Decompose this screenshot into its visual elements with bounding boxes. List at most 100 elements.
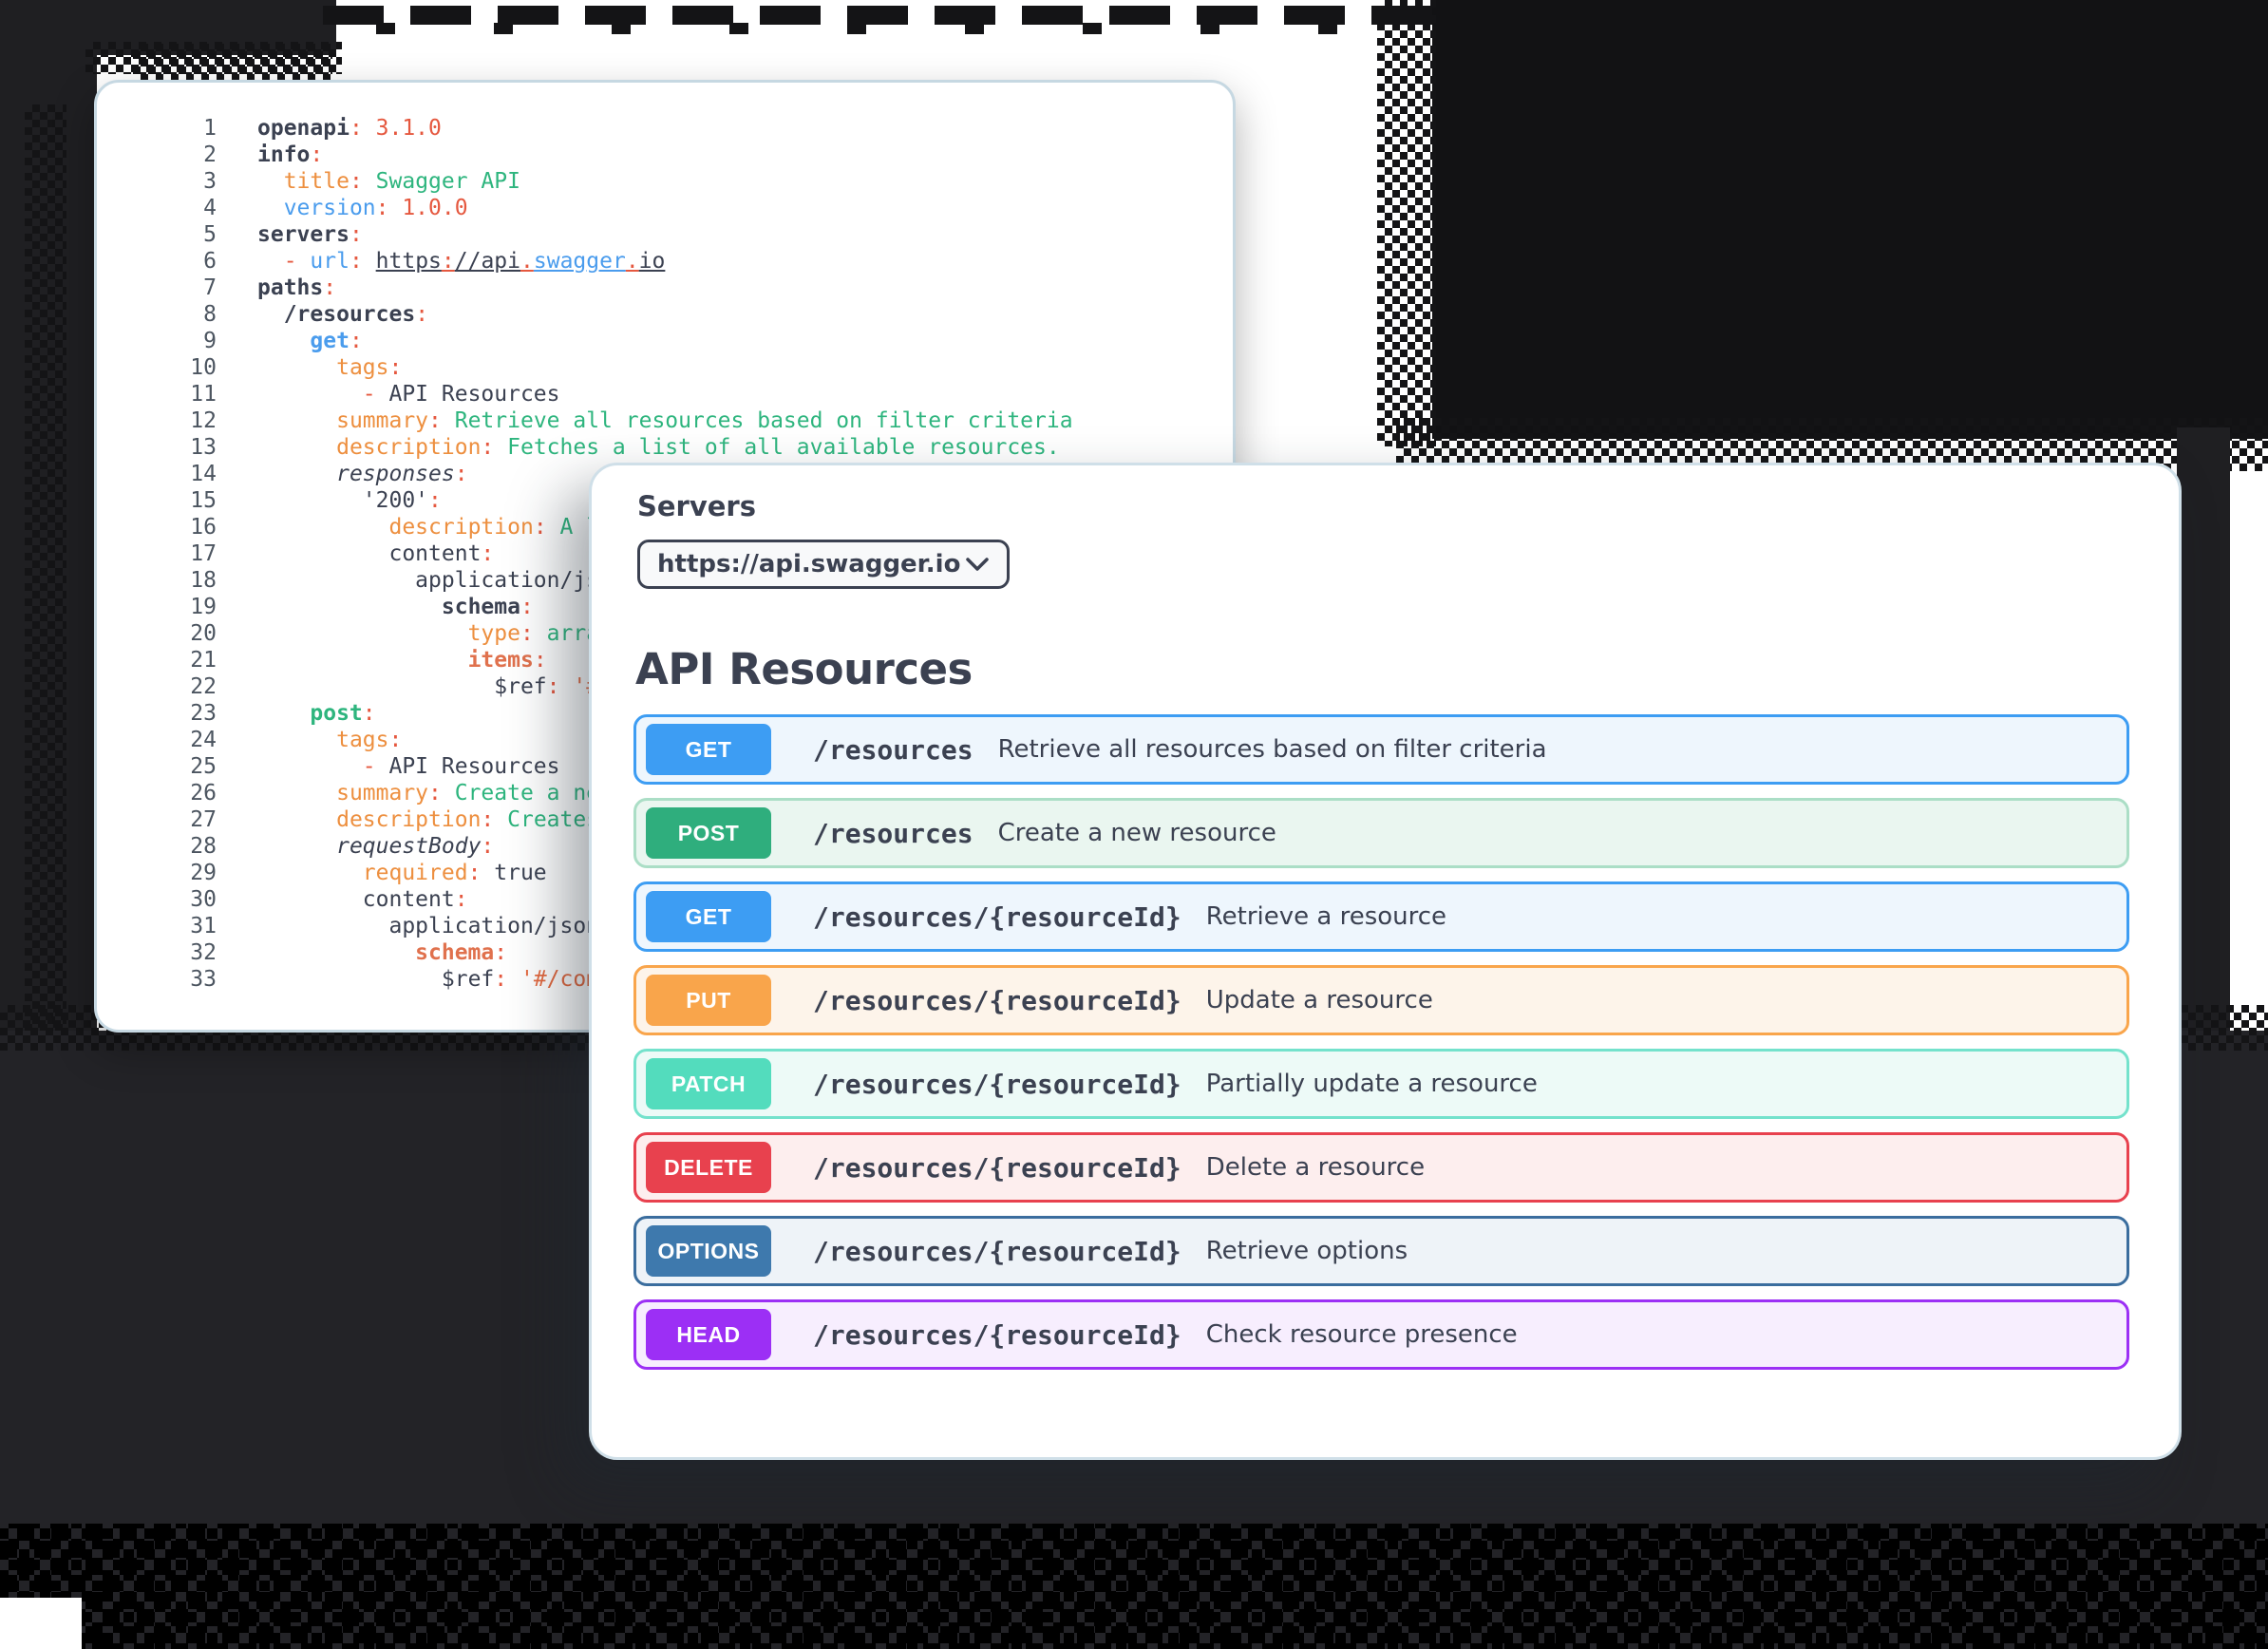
endpoint-path: /resources/{resourceId} [813,984,1181,1016]
code-line: 32 schema: [97,939,1233,966]
line-number: 17 [190,541,217,566]
background-noise-top-bar [323,6,1436,25]
line-number: 30 [190,887,217,912]
line-number: 18 [190,568,217,593]
line-number: 21 [190,648,217,673]
background-noise-right-column [2177,427,2230,1092]
code-line: 21 items: [97,647,1233,673]
endpoint-description: Check resource presence [1205,1320,1518,1349]
endpoint-description: Delete a resource [1205,1153,1426,1182]
code-line: 29 required: true [97,860,1233,886]
background-noise-topright-bottom-fringe [1396,418,2268,471]
code-line: 11 - API Resources [97,381,1233,408]
line-number: 31 [190,914,217,938]
method-badge: GET [646,724,771,775]
background-noise-topright-left-fringe [1377,0,1436,446]
endpoint-description: Partially update a resource [1205,1070,1538,1098]
line-number: 11 [190,382,217,407]
servers-label: Servers [637,490,756,522]
code-line: 13 description: Fetches a list of all av… [97,434,1233,461]
method-badge: POST [646,807,771,859]
method-badge: DELETE [646,1142,771,1193]
background-noise-topright-rect [1432,0,2268,439]
chevron-down-icon [966,558,989,571]
line-number: 29 [190,861,217,885]
line-number: 28 [190,834,217,859]
line-number: 5 [203,222,217,247]
line-number: 16 [190,515,217,540]
line-number: 22 [190,674,217,699]
server-url-text: https://api.swagger.io [657,550,961,578]
line-number: 25 [190,754,217,779]
line-number: 13 [190,435,217,460]
background-noise-bottomleft-notch [0,1598,82,1649]
code-line: 14 responses: [97,461,1233,487]
endpoint-list: GET /resources Retrieve all resources ba… [633,714,2129,1383]
method-badge: OPTIONS [646,1225,771,1277]
line-number: 15 [190,488,217,513]
endpoint-row-delete-resource[interactable]: DELETE /resources/{resourceId} Delete a … [633,1132,2129,1203]
line-number: 4 [203,196,217,220]
code-line: 6 - url: https://api.swagger.io [97,248,1233,275]
code-line: 4 version: 1.0.0 [97,195,1233,221]
code-line: 3 title: Swagger API [97,168,1233,195]
method-badge: GET [646,891,771,942]
code-line: 8 /resources: [97,301,1233,328]
line-number: 26 [190,781,217,806]
method-badge: PUT [646,975,771,1026]
endpoint-description: Create a new resource [997,819,1276,847]
line-number: 2 [203,142,217,167]
code-line: 17 content: [97,540,1233,567]
endpoint-row-options-resource[interactable]: OPTIONS /resources/{resourceId} Retrieve… [633,1216,2129,1286]
api-panel-card: Servers https://api.swagger.io API Resou… [589,463,2182,1460]
line-number: 33 [190,967,217,992]
endpoint-path: /resources/{resourceId} [813,900,1181,933]
code-line: 30 content: [97,886,1233,913]
endpoint-path: /resources/{resourceId} [813,1318,1181,1351]
code-line: 19 schema: [97,594,1233,620]
line-number: 27 [190,807,217,832]
endpoint-path: /resources/{resourceId} [813,1151,1181,1184]
background-noise-top-bar-2 [338,23,1436,34]
endpoint-path: /resources/{resourceId} [813,1235,1181,1267]
endpoint-row-head-resource[interactable]: HEAD /resources/{resourceId} Check resou… [633,1299,2129,1370]
code-line: 23 post: [97,700,1233,727]
endpoint-row-patch-resource[interactable]: PATCH /resources/{resourceId} Partially … [633,1049,2129,1119]
page-title: API Resources [635,644,973,694]
endpoint-path: /resources [813,817,973,849]
endpoint-row-put-resource[interactable]: PUT /resources/{resourceId} Update a res… [633,965,2129,1035]
endpoint-description: Retrieve a resource [1205,902,1447,931]
line-number: 6 [203,249,217,274]
line-number: 9 [203,329,217,353]
code-line: 28 requestBody: [97,833,1233,860]
code-line: 31 application/json: [97,913,1233,939]
endpoint-path: /resources [813,733,973,766]
endpoint-row-get-resources[interactable]: GET /resources Retrieve all resources ba… [633,714,2129,785]
background-noise-left-texture [25,104,66,1054]
line-number: 20 [190,621,217,646]
code-line: 25 - API Resources [97,753,1233,780]
background-noise-belt-bottom-chunks [0,1524,2268,1649]
endpoint-description: Retrieve all resources based on filter c… [997,735,1547,764]
method-badge: PATCH [646,1058,771,1109]
line-number: 1 [203,116,217,141]
code-line: 15 '200': [97,487,1233,514]
line-number: 24 [190,728,217,752]
endpoint-row-post-resources[interactable]: POST /resources Create a new resource [633,798,2129,868]
server-dropdown[interactable]: https://api.swagger.io [637,540,1010,589]
endpoint-description: Retrieve options [1205,1237,1408,1265]
line-number: 32 [190,940,217,965]
endpoint-path: /resources/{resourceId} [813,1068,1181,1100]
line-number: 7 [203,275,217,300]
line-number: 12 [190,408,217,433]
line-number: 3 [203,169,217,194]
code-line: 9 get: [97,328,1233,354]
code-line: 12 summary: Retrieve all resources based… [97,408,1233,434]
endpoint-row-get-resource-by-id[interactable]: GET /resources/{resourceId} Retrieve a r… [633,881,2129,952]
line-number: 23 [190,701,217,726]
